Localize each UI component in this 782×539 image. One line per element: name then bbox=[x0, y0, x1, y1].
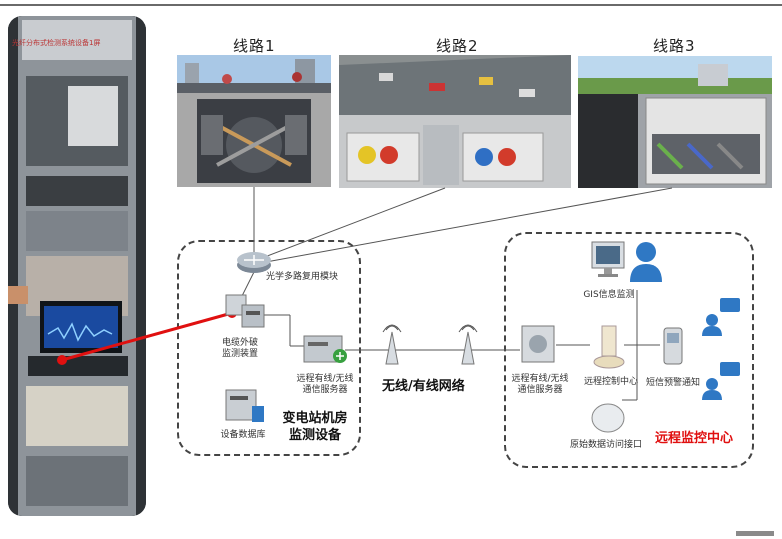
raw-data-label: 原始数据访问接口 bbox=[569, 440, 642, 450]
recipient-user-2-icon bbox=[702, 362, 740, 400]
remote-center-title: 远程监控中心 bbox=[655, 431, 734, 446]
route-3-title: 线路3 bbox=[653, 37, 696, 55]
remote-comm-server-icon bbox=[521, 325, 555, 363]
gis-monitor-icon bbox=[591, 241, 625, 277]
network-label: 无线/有线网络 bbox=[382, 379, 465, 394]
gis-user-icon bbox=[630, 242, 662, 282]
gis-label: GIS信息监测 bbox=[583, 290, 635, 300]
raw-data-interface-icon bbox=[591, 403, 625, 433]
route-1-title: 线路1 bbox=[233, 37, 276, 55]
antenna-left-icon bbox=[382, 324, 402, 365]
control-center-icon bbox=[593, 325, 625, 369]
cabinet-label: 光纤分布式检测系统设备1屏 bbox=[12, 39, 101, 47]
substation-group-box bbox=[177, 240, 361, 456]
control-label: 远程控制中心 bbox=[583, 377, 638, 387]
mobile-phone-icon bbox=[663, 327, 683, 365]
page-footer-bar bbox=[736, 531, 774, 536]
optical-mux-module-icon bbox=[237, 252, 271, 273]
device-database-icon bbox=[225, 389, 264, 422]
route-1-tunnel-image bbox=[177, 55, 331, 187]
antenna-right-icon bbox=[458, 324, 478, 365]
mux-label: 光学多路复用模块 bbox=[266, 272, 339, 282]
remote-comm-label: 远程有线/无线 通信服务器 bbox=[511, 374, 569, 395]
local-comm-server-icon bbox=[303, 335, 347, 363]
cable-damage-sensor-icon bbox=[225, 294, 265, 328]
substation-title: 变电站机房 监测设备 bbox=[282, 411, 348, 443]
local-comm-label: 远程有线/无线 通信服务器 bbox=[296, 374, 354, 395]
recipient-user-1-icon bbox=[702, 298, 740, 336]
equipment-cabinet-photo: 光纤分布式检测系统设备1屏 bbox=[8, 16, 146, 516]
sensor-label: 电缆外破 监测装置 bbox=[221, 338, 258, 359]
database-label: 设备数据库 bbox=[220, 430, 266, 440]
route-2-road-tunnel-image bbox=[339, 55, 571, 188]
sms-label: 短信预警通知 bbox=[645, 378, 700, 388]
route-2-title: 线路2 bbox=[436, 37, 479, 55]
top-rule bbox=[0, 4, 782, 6]
route-3-utility-tunnel-image bbox=[578, 56, 772, 188]
